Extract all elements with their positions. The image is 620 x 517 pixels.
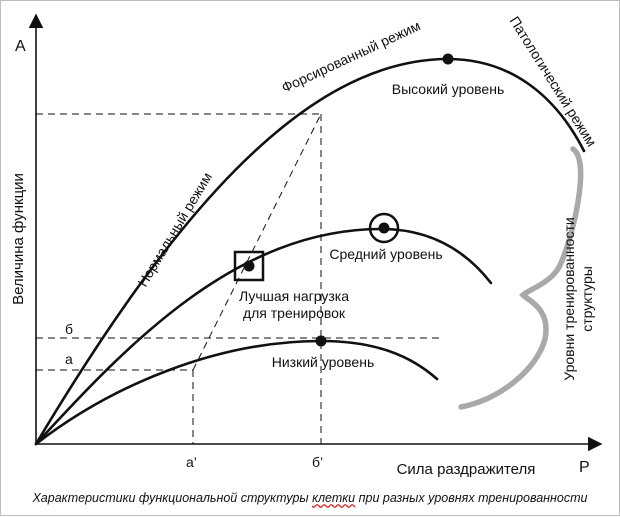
curve-medium-level	[34, 227, 493, 446]
caption-text-before: Характеристики функциональной структуры	[32, 491, 313, 505]
label-best-load-line1: Лучшая нагрузка	[239, 288, 349, 304]
mark-b-prime: б’	[312, 454, 323, 470]
mark-b: б	[65, 321, 73, 337]
point-medium-peak	[378, 222, 390, 234]
point-best-load	[243, 260, 255, 272]
label-low-level: Низкий уровень	[272, 354, 375, 370]
caption-highlighted-word: клетки	[312, 491, 356, 505]
curve-high-level	[34, 57, 586, 446]
x-axis-title: Сила раздражителя	[397, 461, 536, 478]
point-high-peak	[442, 53, 454, 65]
y-axis-letter: A	[15, 38, 26, 55]
label-medium-level: Средний уровень	[329, 246, 442, 262]
label-high-level: Высокий уровень	[392, 81, 505, 97]
best-load-box	[233, 250, 265, 282]
label-normal-mode: Нормальный режим	[134, 169, 215, 289]
caption-text-after: при разных уровнях тренированности	[355, 491, 588, 505]
label-pathological-mode: Патологический режим	[507, 13, 600, 149]
point-medium-peak-ring	[368, 212, 400, 244]
label-best-load-line2: для тренировок	[243, 305, 346, 321]
mark-a-prime: а’	[186, 454, 197, 470]
dashed-guides	[36, 113, 441, 444]
figure-caption: Характеристики функциональной структуры …	[1, 491, 619, 505]
y-axis-title: Величина функции	[10, 173, 27, 305]
point-low-peak	[315, 335, 327, 347]
brace-label-line2: структуры	[579, 266, 595, 332]
brace-label-line1: Уровни тренированности	[561, 217, 577, 380]
curve-low-level	[34, 339, 439, 446]
mark-a: а	[65, 351, 73, 367]
training-levels-brace	[458, 146, 584, 410]
x-axis-letter: P	[579, 459, 590, 476]
